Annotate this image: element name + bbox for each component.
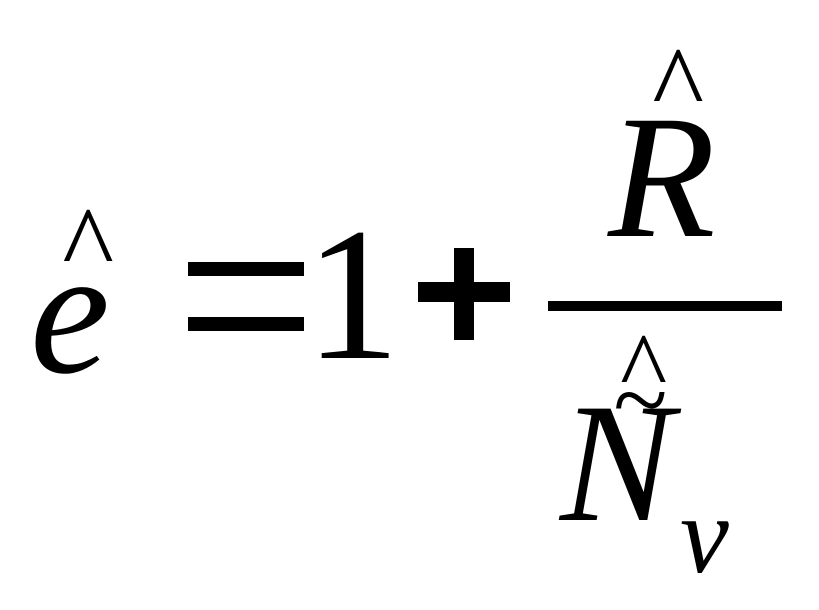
number-one: 1	[305, 190, 400, 400]
equals-bottom-bar	[188, 317, 304, 331]
r-hat-accent: ^	[650, 24, 697, 146]
n-hat-accent: ^	[618, 312, 661, 423]
e-hat-accent: ^	[60, 184, 107, 306]
fraction-bar	[548, 301, 782, 311]
n-tilde-accent: ~	[612, 344, 667, 455]
variable-n: N	[560, 369, 674, 557]
plus-vertical-bar	[454, 248, 474, 340]
subscript-v: v	[680, 474, 729, 596]
variable-r: R	[608, 80, 716, 275]
equals-top-bar	[188, 262, 304, 276]
variable-e: e	[30, 212, 110, 411]
